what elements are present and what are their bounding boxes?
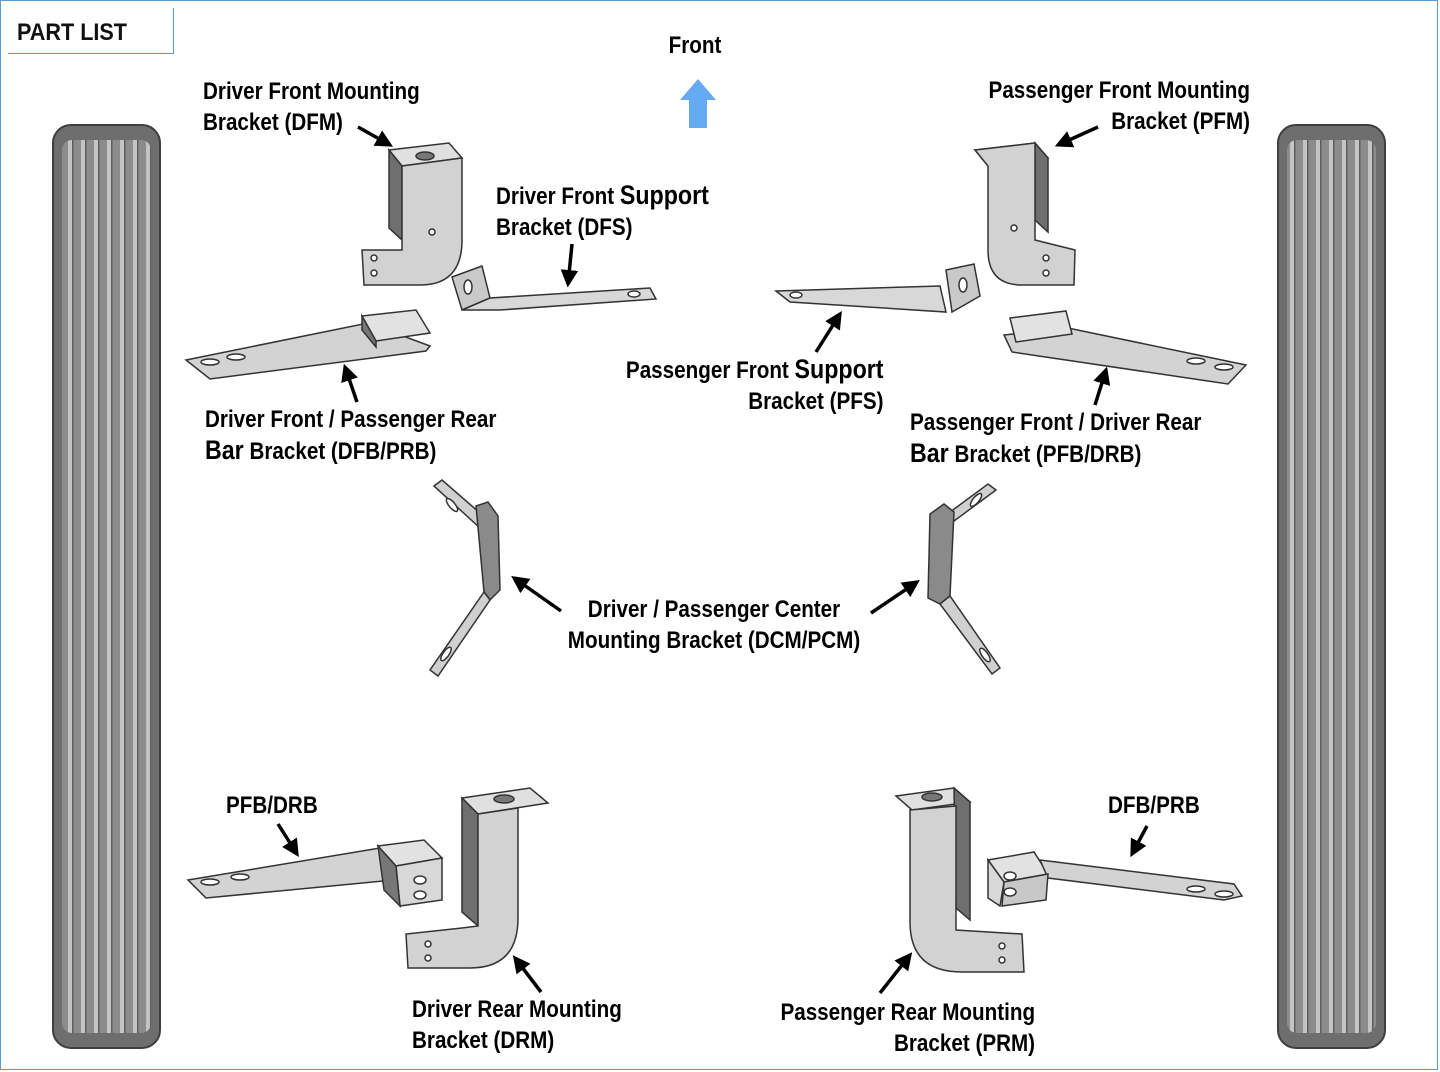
dfb-prb-bracket-top: [184, 309, 432, 380]
pfm-label: Passenger Front Mounting Bracket (PFM): [988, 77, 1250, 135]
drm-bracket: [405, 787, 550, 969]
dcm-bracket: [428, 479, 501, 678]
drm-label: Driver Rear Mounting Bracket (DRM): [412, 996, 622, 1054]
pcm-bracket: [927, 483, 1002, 676]
dfb-prb-short-arrow-icon: [1130, 825, 1149, 858]
dfm-bracket: [361, 142, 464, 286]
leader-arrows: [276, 125, 1149, 995]
dfb-prb-label: Driver Front / Passenger Rear Bar Bracke…: [205, 406, 497, 465]
pcm-arrow-icon: [870, 580, 920, 615]
page-title: PART LIST: [17, 19, 127, 46]
prm-bracket: [894, 786, 1025, 973]
dfm-label: Driver Front Mounting Bracket (DFM): [203, 78, 420, 136]
running-board-right: [1277, 124, 1386, 1049]
pfb-drb-bracket-top: [1002, 310, 1248, 385]
pfs-arrow-icon: [814, 311, 842, 353]
running-board-left: [52, 124, 161, 1049]
dfs-bracket: [451, 265, 658, 312]
prm-arrow-icon: [878, 952, 913, 995]
pfm-arrow-icon: [1054, 125, 1099, 148]
part-list-tab: PART LIST: [8, 8, 174, 54]
pfm-bracket: [973, 140, 1076, 286]
center-label: Driver / Passenger Center Mounting Brack…: [567, 596, 861, 654]
pfs-bracket: [773, 263, 981, 314]
dfs-arrow-icon: [560, 243, 579, 288]
dfs-label: Driver Front Support Bracket (DFS): [496, 180, 709, 241]
dfb-prb-short-label: DFB/PRB: [1108, 792, 1200, 819]
pfb-drb-label: Passenger Front / Driver Rear Bar Bracke…: [910, 409, 1202, 468]
front-label: Front: [668, 32, 722, 59]
dfb-prb-bracket-bottom: [986, 851, 1244, 908]
pfb-drb-short-arrow-icon: [276, 823, 299, 857]
dfb-prb-arrow-icon: [341, 363, 359, 403]
dfm-arrow-icon: [357, 125, 394, 147]
dcm-arrow-icon: [511, 575, 563, 613]
pfb-drb-arrow-icon: [1093, 366, 1111, 406]
pfb-drb-bracket-bottom: [186, 839, 444, 909]
front-arrow-icon: [680, 79, 716, 128]
drm-arrow-icon: [512, 955, 543, 994]
pfb-drb-short-label: PFB/DRB: [226, 792, 318, 819]
pfs-label: Passenger Front Support Bracket (PFS): [626, 354, 884, 415]
prm-label: Passenger Rear Mounting Bracket (PRM): [780, 999, 1035, 1057]
